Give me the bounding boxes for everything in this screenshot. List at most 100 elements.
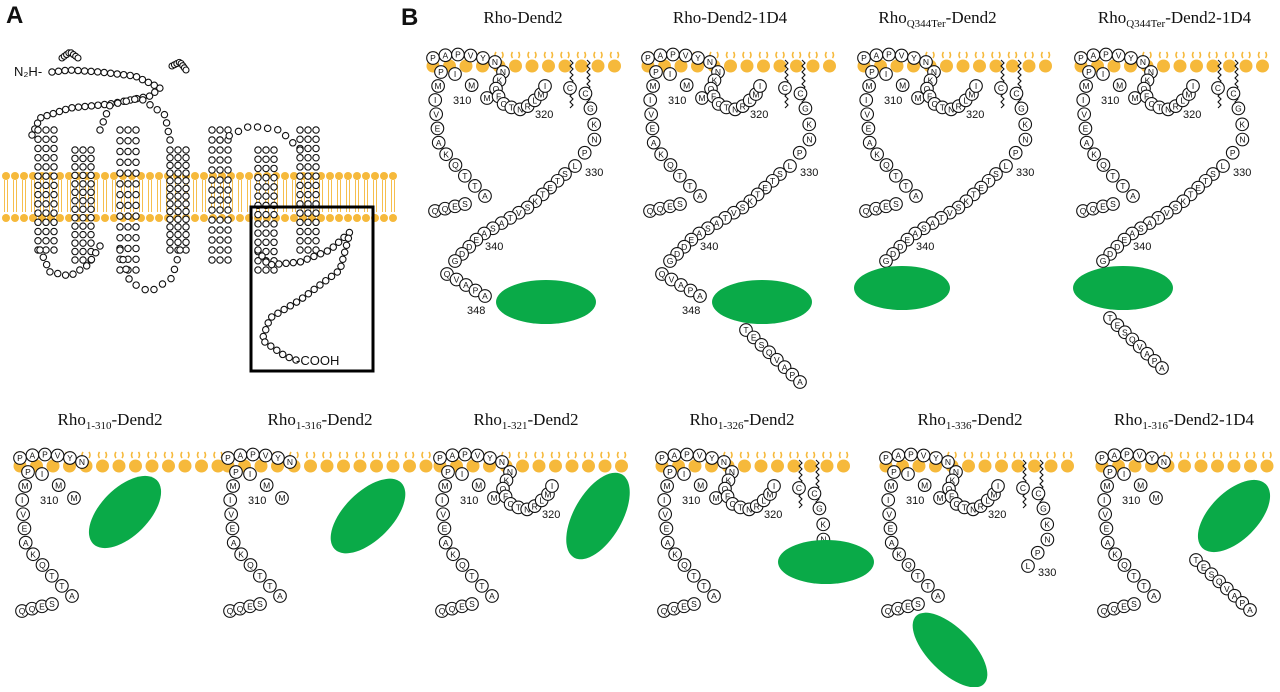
residue-circle <box>117 202 123 208</box>
residue-circle <box>125 170 131 176</box>
residue-circle: Y <box>484 452 497 465</box>
svg-text:Y: Y <box>709 453 715 463</box>
residue-circle: M <box>863 80 876 93</box>
residue-circle <box>88 181 94 187</box>
residue-circle: A <box>661 536 674 549</box>
svg-text:N: N <box>1140 57 1146 67</box>
residue-circle: I <box>1187 80 1200 93</box>
residue-circle: A <box>1244 604 1257 617</box>
residue-number-label: 320 <box>764 509 782 521</box>
residue-circle <box>217 237 223 243</box>
svg-text:M: M <box>442 481 449 491</box>
lipid-head-icon <box>1190 60 1203 73</box>
residue-circle: Y <box>272 452 285 465</box>
residue-circle: P <box>1031 546 1044 559</box>
residue-circle <box>255 147 261 153</box>
residue-circle <box>35 228 41 234</box>
lipid-head-icon <box>807 60 820 73</box>
residue-circle <box>51 145 57 151</box>
svg-text:A: A <box>930 218 936 228</box>
residue-circle: N <box>1236 133 1249 146</box>
residue-number-label: 320 <box>1183 109 1201 121</box>
residue-circle: P <box>247 448 260 461</box>
residue-circle: A <box>486 590 499 603</box>
svg-text:K: K <box>1239 120 1245 130</box>
svg-text:S: S <box>740 203 746 213</box>
residue-circle <box>69 105 75 111</box>
residue-circle: K <box>871 148 884 161</box>
lipid-head-icon <box>370 460 383 473</box>
residue-circle: V <box>1078 108 1091 121</box>
residue-circle: T <box>56 580 69 593</box>
residue-circle <box>297 173 303 179</box>
lipid-head-icon <box>823 60 836 73</box>
svg-text:S: S <box>705 223 711 233</box>
residue-circle <box>167 170 173 176</box>
svg-text:K: K <box>591 120 597 130</box>
svg-text:T: T <box>677 171 682 181</box>
residue-circle: T <box>674 169 687 182</box>
svg-text:M: M <box>468 80 475 90</box>
residue-circle <box>263 156 269 162</box>
residue-circle <box>313 210 319 216</box>
lipid-head-icon <box>146 460 159 473</box>
svg-text:Q: Q <box>1101 606 1108 616</box>
residue-circle: P <box>681 448 694 461</box>
svg-text:Q: Q <box>659 269 666 279</box>
residue-circle <box>133 213 139 219</box>
svg-text:E: E <box>452 202 458 212</box>
residue-circle: T <box>1107 169 1120 182</box>
svg-text:I: I <box>229 495 231 505</box>
lipid-head-icon <box>1023 60 1036 73</box>
svg-text:P: P <box>17 453 23 463</box>
residue-circle: P <box>434 452 447 465</box>
svg-text:C: C <box>1020 483 1026 493</box>
residue-circle: C <box>793 482 806 495</box>
residue-circle: I <box>244 468 257 481</box>
svg-text:E: E <box>1083 124 1089 134</box>
residue-circle <box>345 235 351 241</box>
lipid-head-icon <box>837 460 850 473</box>
residue-circle <box>35 136 41 142</box>
residue-circle: M <box>694 479 707 492</box>
residue-circle: P <box>880 452 893 465</box>
residue-circle: P <box>905 448 918 461</box>
svg-text:A: A <box>889 538 895 548</box>
residue-circle <box>254 124 260 130</box>
residue-circle: I <box>1118 468 1131 481</box>
svg-text:S: S <box>525 203 531 213</box>
residue-circle: A <box>794 376 807 389</box>
residue-circle: P <box>793 146 806 159</box>
svg-text:V: V <box>697 451 703 461</box>
svg-text:K: K <box>1112 549 1118 559</box>
svg-text:I: I <box>649 95 651 105</box>
residue-circle: V <box>17 508 30 521</box>
residue-circle <box>88 189 94 195</box>
svg-text:T: T <box>1141 581 1146 591</box>
residue-circle <box>334 269 340 275</box>
residue-circle: V <box>883 508 896 521</box>
residue-circle <box>70 271 76 277</box>
lipid-head-icon <box>973 60 986 73</box>
residue-circle <box>264 125 270 131</box>
residue-circle <box>183 185 189 191</box>
residue-circle <box>209 237 215 243</box>
residue-circle <box>88 240 94 246</box>
svg-text:S: S <box>49 599 55 609</box>
svg-text:C: C <box>1013 89 1019 99</box>
residue-circle <box>255 184 261 190</box>
svg-text:S: S <box>1131 599 1137 609</box>
residue-circle: A <box>694 190 707 203</box>
residue-circle <box>75 104 81 110</box>
residue-circle <box>51 210 57 216</box>
svg-text:Y: Y <box>480 53 486 63</box>
residue-circle <box>268 261 274 267</box>
residue-circle <box>72 181 78 187</box>
residue-circle <box>88 164 94 170</box>
residue-circle <box>72 206 78 212</box>
svg-text:E: E <box>1100 202 1106 212</box>
residue-circle: P <box>452 48 465 61</box>
residue-number-label: 348 <box>682 305 700 317</box>
residue-circle: P <box>650 66 663 79</box>
svg-text:P: P <box>225 453 231 463</box>
